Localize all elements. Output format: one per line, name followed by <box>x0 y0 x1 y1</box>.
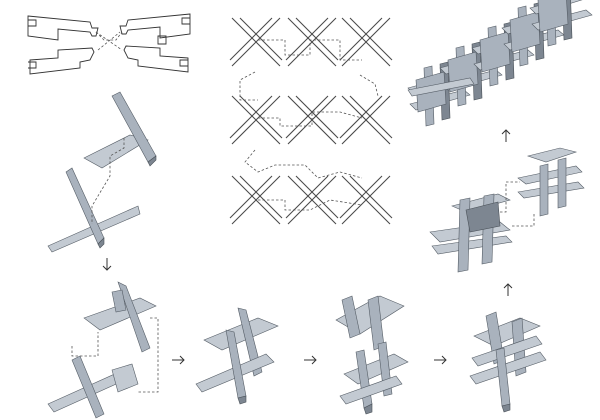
arrow-right-3 <box>434 355 447 365</box>
lower-vertical-plate <box>71 355 105 419</box>
wing-plate-top <box>83 134 149 169</box>
cross-shape <box>339 95 393 145</box>
joint-module-pair <box>429 147 585 273</box>
joint-step-2 <box>47 281 159 419</box>
assembled-structure <box>407 0 593 127</box>
arrow-up-1 <box>503 283 513 296</box>
cross-shape <box>285 175 339 225</box>
arrow-down-1 <box>102 258 112 271</box>
joint-step-1 <box>47 91 157 253</box>
structure-base-plate <box>407 77 475 97</box>
structure-module <box>529 0 593 47</box>
upper-vertical-plate <box>117 281 151 353</box>
cross-shape <box>285 17 339 67</box>
joint-step-5 <box>469 311 547 413</box>
joint-step-3 <box>195 307 279 405</box>
arrow-right-2 <box>304 355 317 365</box>
cross-shape <box>229 175 283 225</box>
cross-grid <box>229 17 393 225</box>
cross-shape <box>339 175 393 225</box>
flat-profile-right <box>119 13 191 73</box>
flat-profile-drawing <box>27 13 191 75</box>
cross-shape <box>339 17 393 67</box>
flat-profile-left <box>27 15 99 75</box>
arrow-up-2 <box>501 129 511 142</box>
arrow-right-1 <box>172 355 185 365</box>
cross-shape <box>229 17 283 67</box>
cross-shape <box>229 95 283 145</box>
cross-grid-connections <box>239 39 379 211</box>
joint-step-4 <box>335 295 409 415</box>
